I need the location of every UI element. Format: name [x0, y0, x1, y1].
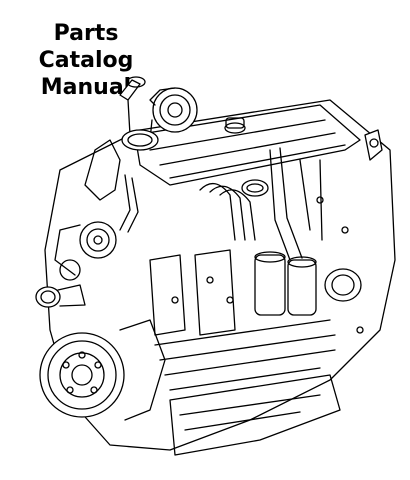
engine-line-drawing-icon: [35, 76, 396, 456]
title-line-2: Manual: [40, 75, 132, 100]
title-line-1: Parts Catalog: [38, 21, 134, 73]
page-title: Parts Catalog Manual: [6, 20, 166, 101]
